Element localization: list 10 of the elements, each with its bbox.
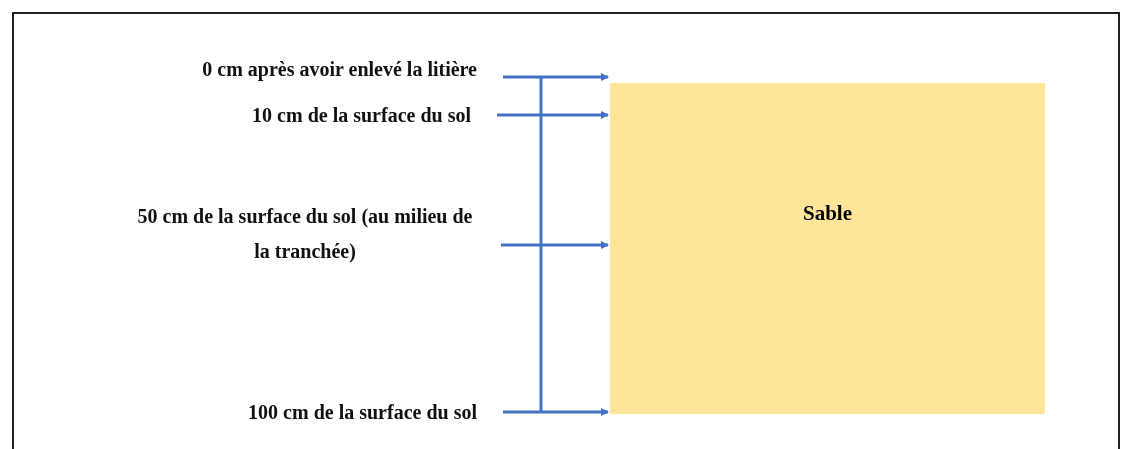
layer-label: Sable [802, 201, 853, 226]
arrow [503, 408, 609, 416]
depth-label: 10 cm de la surface du sol [40, 98, 471, 133]
depth-label: 100 cm de la surface du sol [40, 395, 477, 430]
arrow [497, 111, 609, 119]
arrow [503, 73, 609, 81]
arrow [501, 241, 609, 249]
depth-label: 0 cm après avoir enlevé la litière [40, 52, 477, 87]
sand-layer [610, 83, 1045, 414]
depth-label: 50 cm de la surface du sol (au milieu de la tranchée) [135, 199, 475, 269]
